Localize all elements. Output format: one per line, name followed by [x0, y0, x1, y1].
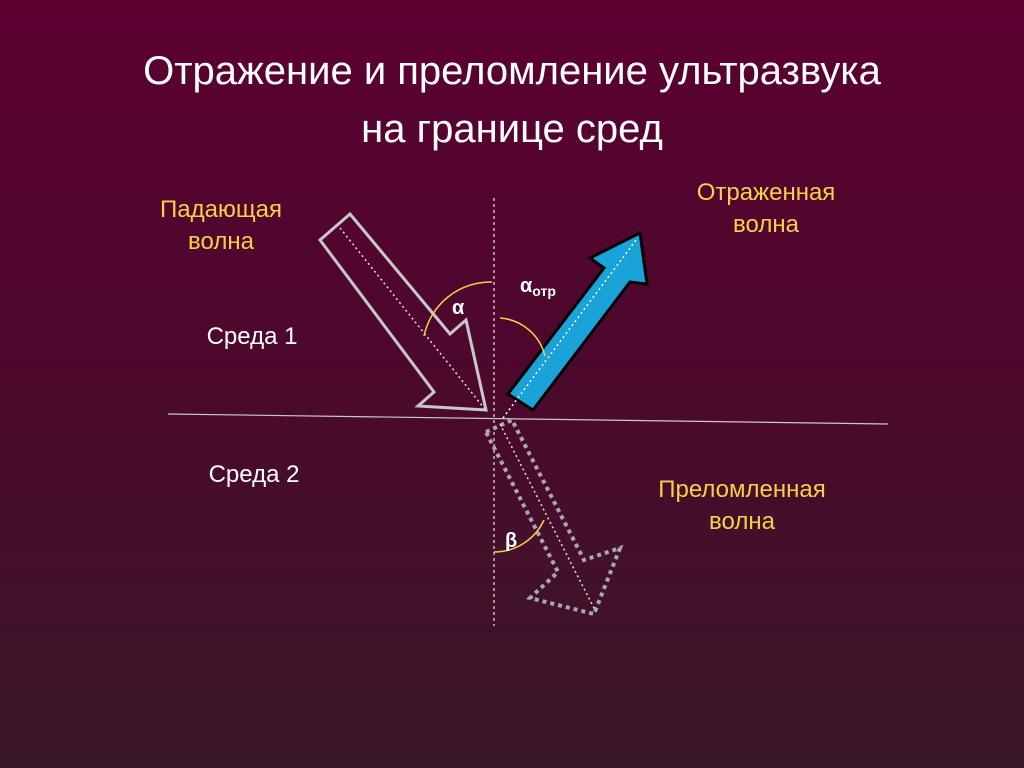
refracted-wave-label-line-1: Преломленная	[658, 476, 826, 503]
refracted-wave-label-line-2: волна	[709, 508, 775, 535]
angle-alpha-label: α	[452, 297, 465, 319]
refracted-ray-centerline	[499, 423, 597, 613]
angle-alpha-refl-label: αотр	[520, 275, 556, 299]
incident-wave-arrow	[317, 211, 488, 412]
media-boundary-line	[167, 413, 889, 425]
reflected-ray-centerline	[502, 239, 637, 419]
reflected-wave-arrow	[505, 230, 649, 413]
angle-alpha-arc	[423, 281, 493, 337]
angle-beta-arc	[493, 519, 545, 553]
incident-ray-centerline	[339, 227, 485, 409]
medium-2-label: Среда 2	[208, 461, 300, 488]
reflected-wave-label-line-2: волна	[733, 211, 799, 238]
angle-alpha-refl-subscript: отр	[532, 283, 556, 299]
angle-alpha-refl-arc	[499, 317, 546, 357]
incident-wave-label-line-1: Падающая	[159, 196, 283, 223]
refracted-wave-label: Преломленная волна	[636, 474, 848, 538]
reflected-wave-label: Отраженная волна	[678, 177, 854, 241]
incident-wave-label: Падающая волна	[138, 194, 304, 258]
slide-title: Отражение и преломление ультразвука на г…	[0, 42, 1024, 158]
medium-1-label: Среда 1	[206, 323, 298, 350]
incident-wave-label-line-2: волна	[188, 228, 254, 255]
title-line-2: на границе сред	[361, 107, 663, 151]
angle-beta-label: β	[505, 530, 518, 552]
reflected-wave-label-line-1: Отраженная	[696, 179, 836, 206]
refracted-wave-arrow	[483, 417, 624, 617]
angle-alpha-refl-base: α	[520, 275, 533, 297]
title-line-1: Отражение и преломление ультразвука	[143, 49, 881, 93]
